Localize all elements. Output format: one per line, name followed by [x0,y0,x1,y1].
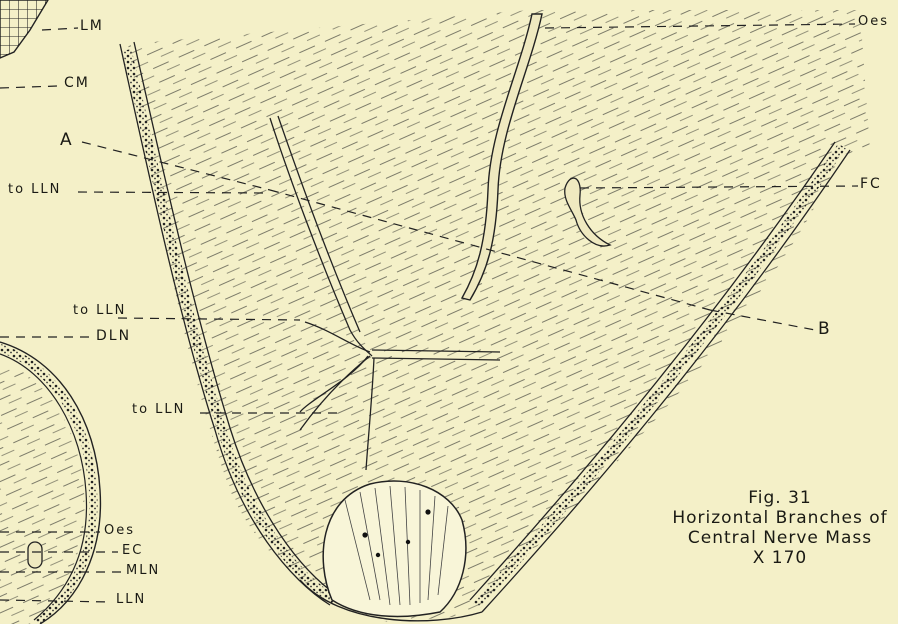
figure-caption: Fig. 31 Horizontal Branches of Central N… [660,488,898,568]
striated-body [323,481,466,616]
left-section-ec [28,542,42,568]
label-dln: DLN [96,328,131,344]
label-to-lln-1: to LLN [8,182,61,197]
caption-line-2: Horizontal Branches of [660,508,898,528]
muscle-grid [0,0,48,58]
label-a: A [60,130,72,150]
label-to-lln-3: to LLN [132,402,185,417]
label-oes-top: Oes [858,14,889,29]
label-lln: LLN [116,592,146,607]
label-ec: EC [122,543,143,558]
label-cm: CM [64,75,90,91]
label-lm: LM [80,18,104,34]
label-b: B [818,319,830,339]
caption-line-3: Central Nerve Mass [660,528,898,548]
label-mln: MLN [126,563,160,578]
label-fc: FC [860,176,882,192]
label-to-lln-2: to LLN [73,303,126,318]
caption-line-4: X 170 [660,548,898,568]
caption-line-1: Fig. 31 [660,488,898,508]
label-oes-bottom: Oes [104,523,135,538]
